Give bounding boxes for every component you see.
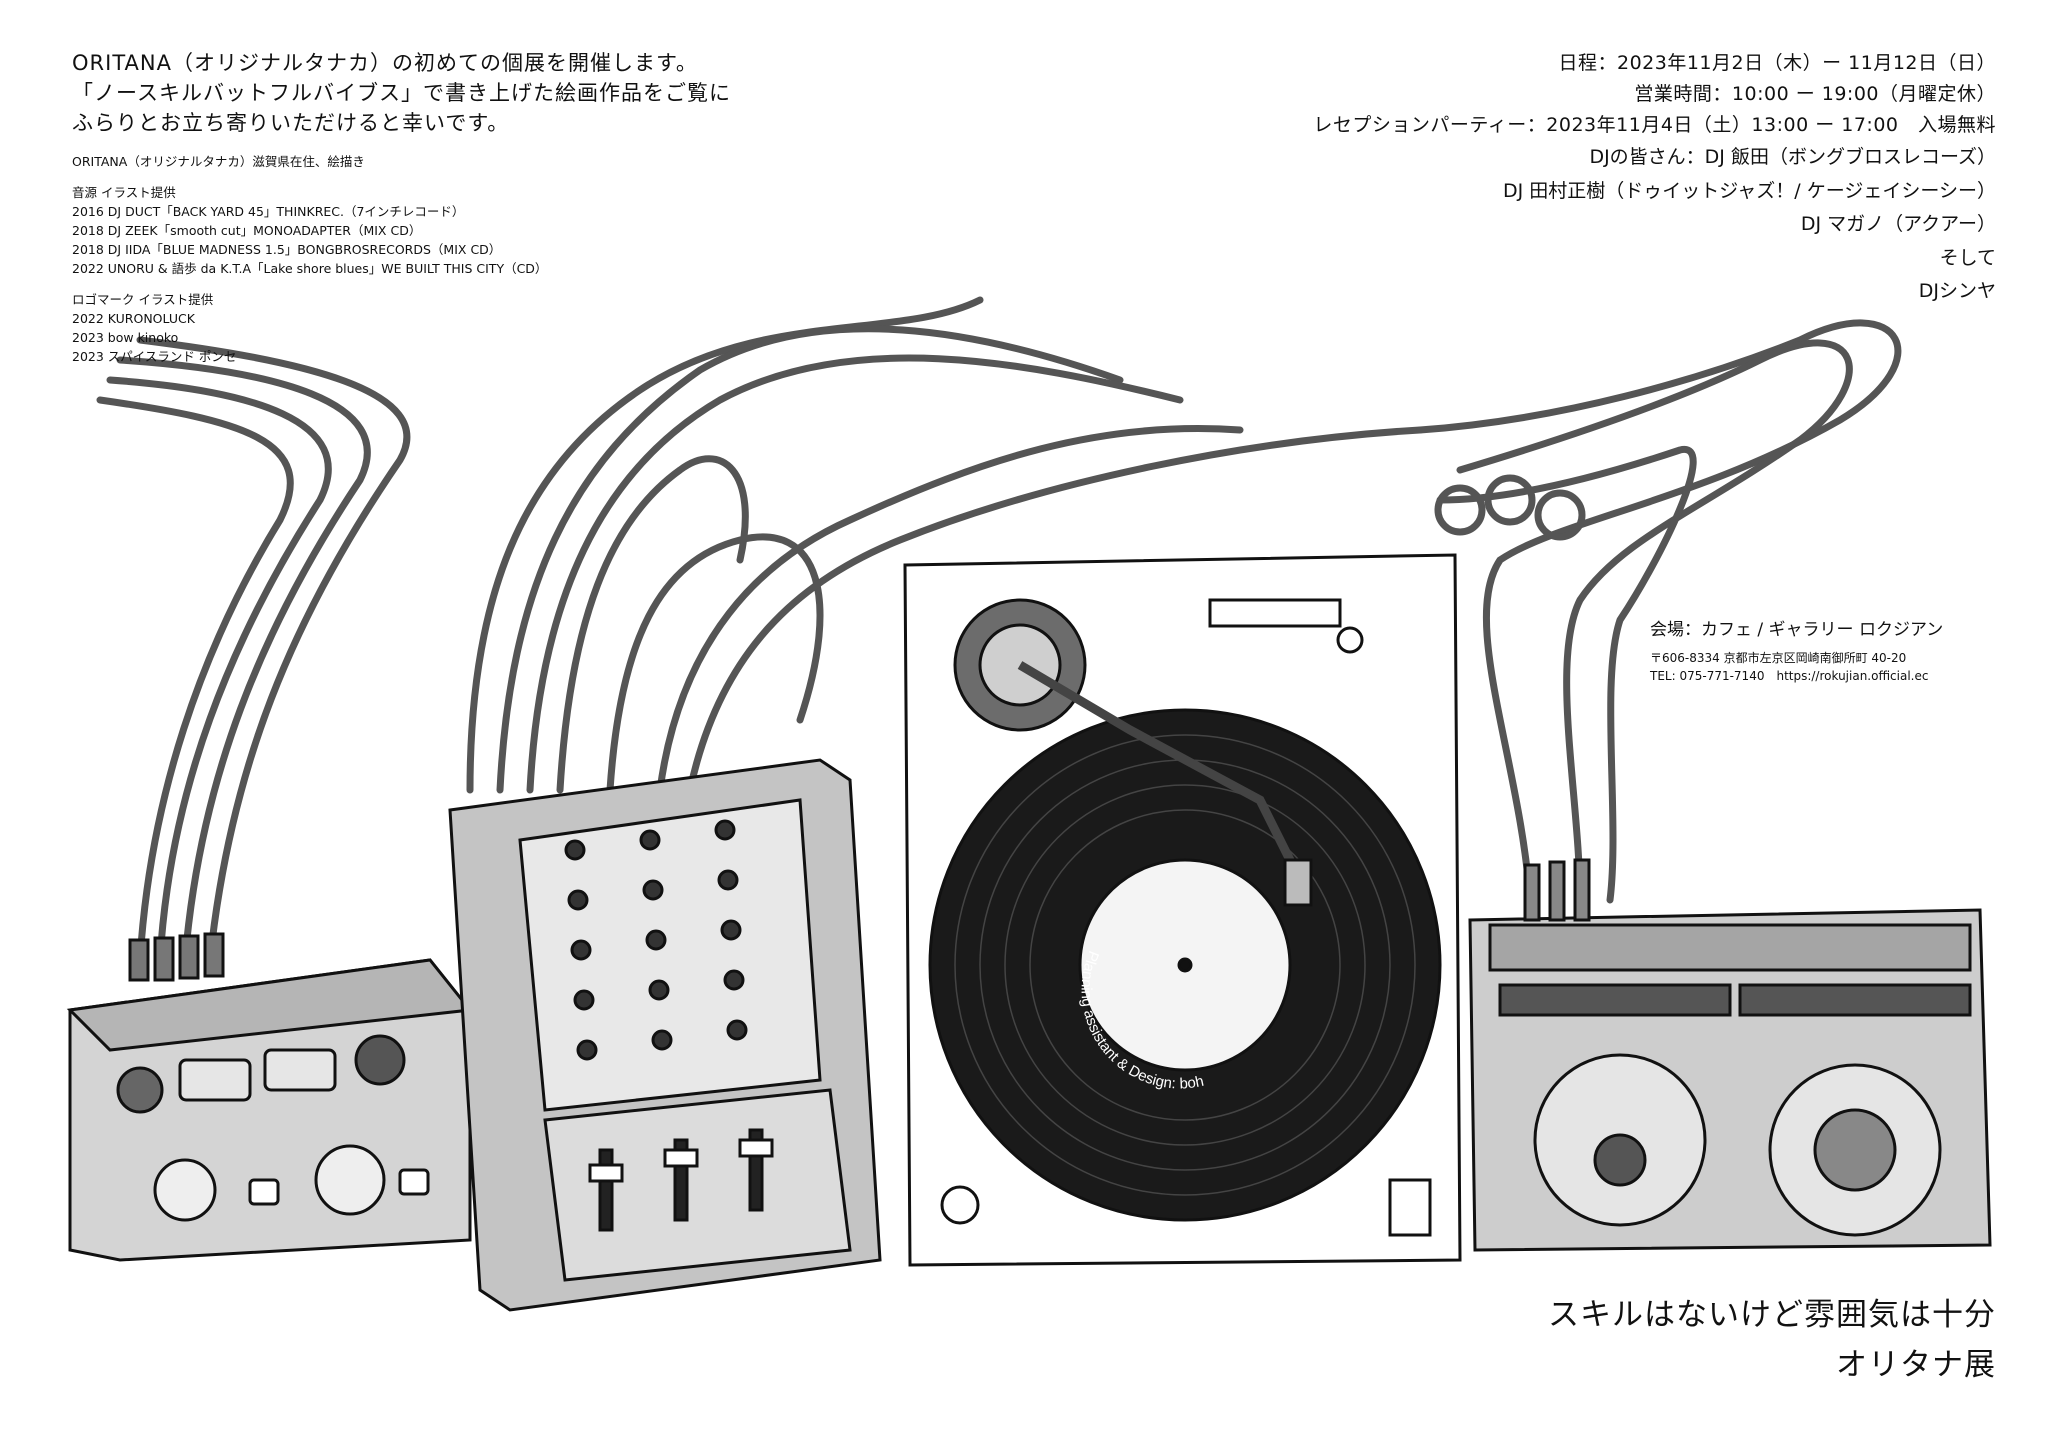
list-item: 2016 DJ DUCT「BACK YARD 45」THINKREC.（7インチ…	[72, 204, 465, 219]
dj-line: DJの皆さん：DJ 飯田（ボングブロスレコーズ）	[1589, 146, 1996, 168]
sound-credits-heading: 音源 イラスト提供	[72, 185, 176, 200]
schedule-hours: 営業時間：10:00 ー 19:00（月曜定休）	[1634, 83, 1996, 105]
venue-contact: TEL: 075-771-7140 https://rokujian.offic…	[1650, 669, 1929, 683]
intro-line-2: 「ノースキルバットフルバイブス」で書き上げた絵画作品をご覧に	[72, 81, 731, 105]
turntable-illustration	[903, 553, 1462, 1267]
list-item: 2023 bow kinoko	[72, 330, 179, 345]
sound-credits: 音源 イラスト提供 2016 DJ DUCT「BACK YARD 45」THIN…	[72, 183, 832, 278]
title-line-2: オリタナ展	[1836, 1347, 1996, 1383]
venue-name: 会場：カフェ / ギャラリー ロクジアン	[1650, 620, 1944, 640]
logo-credits-heading: ロゴマーク イラスト提供	[72, 292, 214, 307]
dj-line: DJ 田村正樹（ドゥイットジャズ！/ ケージェイシーシー）	[1502, 179, 1996, 202]
schedule-dates: 日程：2023年11月2日（木）ー 11月12日（日）	[1558, 52, 1996, 74]
list-item: 2022 KURONOLUCK	[72, 311, 195, 326]
list-item: 2022 UNORU & 語歩 da K.T.A「Lake shore blue…	[72, 261, 548, 276]
title-line-1: スキルはないけど雰囲気は十分	[1548, 1297, 1996, 1333]
exhibition-title: スキルはないけど雰囲気は十分 オリタナ展	[1548, 1290, 1996, 1390]
logo-credits: ロゴマーク イラスト提供 2022 KURONOLUCK 2023 bow ki…	[72, 290, 832, 366]
effector-illustration	[66, 932, 473, 1262]
artist-note: ORITANA（オリジナルタナカ）滋賀県在住、絵描き	[72, 154, 365, 169]
venue-block: 会場：カフェ / ギャラリー ロクジアン 〒606-8334 京都市左京区岡崎南…	[1650, 617, 2000, 685]
schedule-reception: レセプションパーティー：2023年11月4日（土）13:00 ー 17:00 入…	[1313, 114, 1996, 136]
cables-illustration	[96, 296, 1902, 964]
dj-line: そして	[1939, 246, 1996, 269]
intro-line-3: ふらりとお立ち寄りいただけると幸いです。	[72, 111, 510, 135]
venue-address: 〒606-8334 京都市左京区岡崎南御所町 40-20	[1650, 651, 1907, 665]
list-item: 2018 DJ ZEEK「smooth cut」MONOADAPTER（MIX …	[72, 223, 422, 238]
list-item: 2023 スパイスランド ポンセ	[72, 349, 237, 364]
list-item: 2018 DJ IIDA「BLUE MADNESS 1.5」BONGBROSRE…	[72, 242, 502, 257]
dj-line: DJ マガノ（アクアー）	[1800, 213, 1996, 235]
schedule-block: 日程：2023年11月2日（木）ー 11月12日（日） 営業時間：10:00 ー…	[1236, 48, 1996, 309]
dj-line: DJシンヤ	[1918, 280, 1996, 302]
cdj-illustration	[1468, 858, 1992, 1252]
mixer-illustration	[448, 758, 882, 1312]
intro-block: ORITANA（オリジナルタナカ）の初めての個展を開催します。 「ノースキルバッ…	[72, 48, 832, 366]
intro-line-1: ORITANA（オリジナルタナカ）の初めての個展を開催します。	[72, 51, 698, 75]
